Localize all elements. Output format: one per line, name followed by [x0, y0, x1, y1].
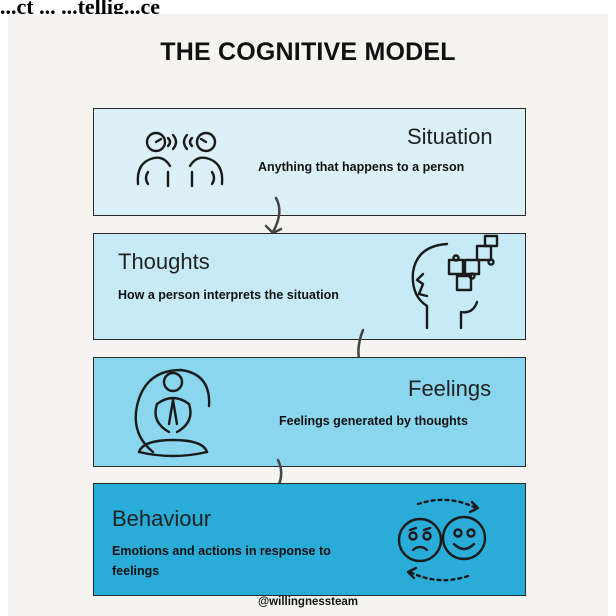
behaviour-description-line-1: Emotions and actions in response to: [112, 544, 331, 558]
meditation-icon: [134, 368, 211, 458]
feelings-description: Feelings generated by thoughts: [279, 414, 468, 428]
behaviour-label: Behaviour: [112, 506, 212, 531]
feelings-label: Feelings: [408, 376, 492, 401]
diagram-title: THE COGNITIVE MODEL: [160, 38, 456, 66]
thoughts-description: How a person interprets the situation: [118, 288, 339, 302]
situation-box: [93, 108, 526, 216]
situation-description: Anything that happens to a person: [258, 160, 465, 174]
behaviour-description-line-2: feelings: [112, 564, 160, 578]
thoughts-label: Thoughts: [118, 249, 210, 274]
sad-happy-faces-icon: [397, 498, 487, 582]
head-puzzle-icon: [411, 234, 499, 330]
situation-label: Situation: [407, 124, 493, 149]
author-handle: @willingnessteam: [257, 596, 359, 608]
thoughts-box: [93, 233, 526, 340]
feelings-box: [93, 357, 526, 467]
two-people-talking-icon: [136, 131, 224, 188]
